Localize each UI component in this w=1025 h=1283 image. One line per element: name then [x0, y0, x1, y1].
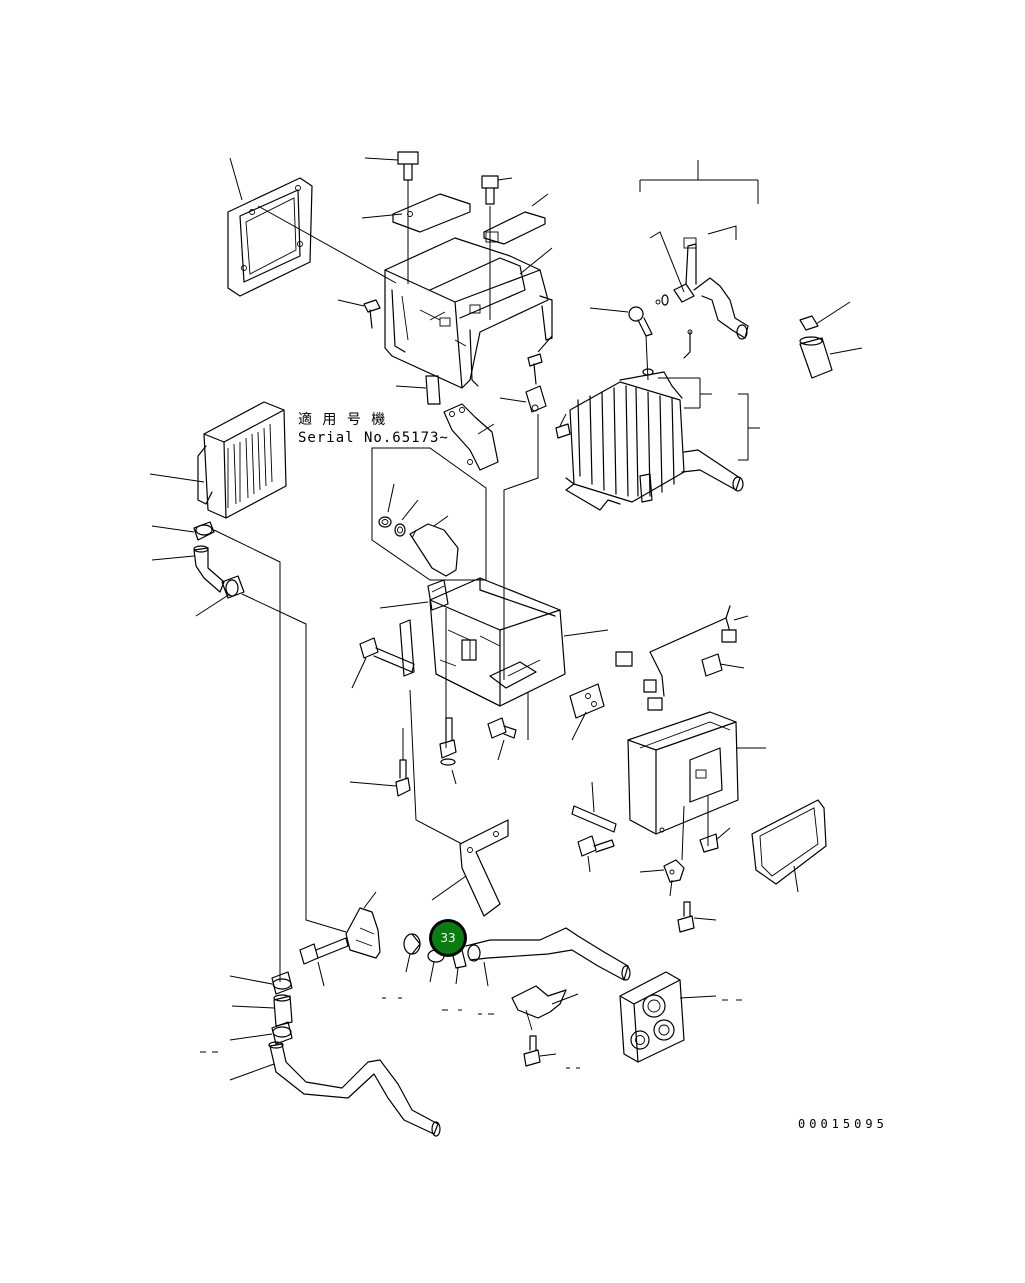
duct-gasket-frame	[227, 177, 313, 297]
hose-joint	[273, 994, 293, 1027]
screw-center	[527, 353, 543, 385]
valve-oring	[655, 294, 669, 306]
wiring-harness	[615, 605, 737, 711]
water-hose-bent	[268, 1041, 441, 1137]
callout-33[interactable]: 33	[429, 919, 467, 957]
relay-connector	[701, 653, 745, 677]
hose-clip-center	[525, 385, 547, 413]
pipe-sleeve	[799, 336, 833, 379]
callout-fill	[432, 922, 464, 954]
hose-clamp-5	[271, 1021, 293, 1045]
grommet	[394, 523, 406, 537]
water-hose-long	[465, 927, 631, 981]
screw-right-small	[555, 423, 571, 439]
hose-clamp-2	[221, 575, 245, 599]
small-clamp-bottom	[511, 985, 567, 1031]
expansion-valve	[673, 237, 749, 340]
mounting-bracket-top-right	[483, 211, 546, 245]
clip-control-1	[663, 859, 685, 883]
screw-housing-left	[363, 299, 381, 329]
bolt-bottom-right	[677, 901, 695, 933]
clip-control-2	[699, 833, 719, 853]
control-box	[627, 711, 739, 835]
drawing-number: 00015095	[798, 1117, 888, 1131]
callout-label: 33	[440, 931, 455, 945]
bolt-top-2	[481, 175, 499, 205]
bolt-top-1	[397, 151, 419, 181]
bolt-case-2	[487, 717, 517, 739]
hose-short-1	[193, 545, 225, 593]
bolt-case-3	[395, 759, 411, 797]
hose-clamp-1	[193, 521, 215, 541]
bolt-small-clamp	[523, 1035, 541, 1067]
blower-outlet-panel	[619, 971, 685, 1063]
lower-blower-case	[399, 577, 566, 707]
pipe-cap	[799, 315, 819, 331]
mounting-bracket-top-left	[392, 193, 471, 233]
bolt-control-box	[577, 835, 615, 857]
hose-fitting-cap	[403, 933, 421, 955]
note-line-2: Serial No.65173~	[298, 430, 449, 446]
bushing	[378, 516, 392, 528]
evaporator-core	[565, 368, 685, 511]
valve-screw	[628, 306, 653, 337]
bracket-right-case	[569, 683, 605, 719]
small-clip-1	[425, 375, 441, 405]
bolt-bracket-bottom	[299, 937, 349, 965]
knob	[409, 523, 459, 577]
connector-block	[427, 579, 449, 611]
spacer-strip	[571, 805, 617, 833]
filter-gasket	[751, 799, 827, 885]
note-line-1: 適 用 号 機	[298, 411, 386, 428]
evaporator-pipe	[639, 449, 744, 503]
small-bracket-2	[443, 403, 499, 471]
upper-duct-housing	[384, 237, 553, 389]
sensor-wire	[683, 329, 693, 359]
hose-clamp-4	[271, 971, 293, 995]
mounting-bracket-bottom	[459, 819, 509, 917]
heater-core	[197, 401, 287, 519]
bolt-left-case	[359, 637, 415, 673]
cable-clamp-bracket	[345, 907, 381, 959]
bolt-case-1	[439, 717, 457, 766]
